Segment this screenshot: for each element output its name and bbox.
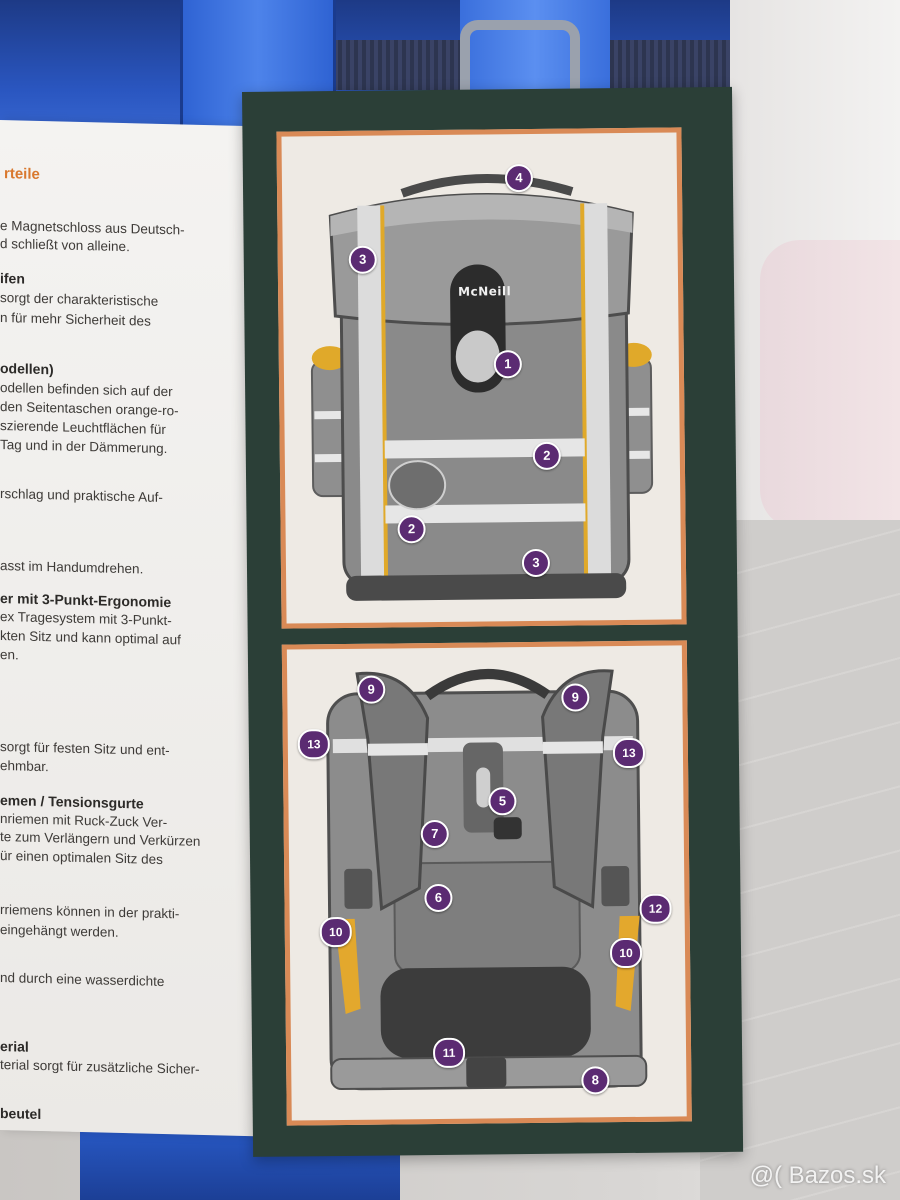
callout-label: 9 (357, 675, 386, 704)
leaflet-line: asst im Handumdrehen. (0, 558, 144, 577)
leaflet-line: ex Tragesystem mit 3-Punkt- (0, 609, 172, 629)
callout-label: 7 (420, 819, 449, 849)
leaflet-line: sorgt für festen Sitz und ent- (0, 739, 170, 759)
leaflet-heading: rteile (4, 165, 40, 183)
leaflet-line: eingehängt werden. (0, 922, 119, 940)
callout-label: 3 (521, 548, 551, 578)
leaflet-line: n für mehr Sicherheit des (0, 310, 151, 329)
leaflet-line: nd durch eine wasserdichte (0, 970, 165, 990)
leaflet-line: rriemens können in der prakti- (0, 902, 180, 922)
leaflet-line: rschlag und praktische Auf- (0, 486, 163, 505)
callout-label: 9 (561, 683, 590, 712)
callout-label: 6 (424, 883, 453, 913)
leaflet-subheading: odellen) (0, 360, 54, 378)
leaflet-line: nriemen mit Ruck-Zuck Ver- (0, 811, 168, 831)
leaflet-line: en. (0, 647, 19, 663)
leaflet-left-page: rteile e Magnetschloss aus Deutsch- d sc… (0, 120, 285, 1137)
backpack-back-illustration (326, 668, 648, 1091)
leaflet-line: terial sorgt für zusätzliche Sicher- (0, 1057, 200, 1077)
bazos-watermark: @( Bazos.sk (749, 1162, 886, 1189)
leaflet-line: d schließt von alleine. (0, 236, 130, 255)
callout-label: 12 (639, 893, 672, 924)
leaflet-subheading: beutel (0, 1105, 42, 1123)
callout-label: 13 (612, 737, 646, 769)
back-view-panel: 9 9 13 13 5 7 6 12 10 10 11 8 (281, 640, 692, 1126)
pink-object (760, 240, 900, 530)
callout-label: 4 (504, 163, 534, 193)
brand-logo: McNeill (458, 284, 512, 299)
leaflet-line: e Magnetschloss aus Deutsch- (0, 218, 185, 238)
callout-label: 8 (581, 1066, 610, 1095)
callout-label: 1 (493, 350, 523, 379)
callout-label: 10 (319, 916, 352, 948)
callout-label: 13 (297, 729, 330, 760)
leaflet-subheading: ifen (0, 270, 25, 287)
leaflet-right-page: McNeill 4 3 1 2 2 3 (242, 86, 744, 1157)
leaflet-subheading: erial (0, 1038, 29, 1055)
leaflet-line: kten Sitz und kann optimal auf (0, 628, 181, 648)
front-view-panel: McNeill 4 3 1 2 2 3 (276, 127, 687, 629)
leaflet-line: den Seitentaschen orange-ro- (0, 399, 179, 419)
leaflet-line: szierende Leuchtflächen für (0, 418, 166, 438)
callout-label: 3 (348, 245, 377, 274)
callout-label: 2 (532, 441, 561, 470)
leaflet-line: Tag und in der Dämmerung. (0, 437, 168, 457)
callout-label: 5 (488, 787, 517, 816)
leaflet-line: te zum Verlängern und Verkürzen (0, 829, 201, 849)
leaflet-line: ehmbar. (0, 758, 49, 775)
leaflet-line: odellen befinden sich auf der (0, 380, 173, 400)
callout-label: 10 (609, 937, 643, 969)
leaflet-subheading: emen / Tensionsgurte (0, 792, 144, 812)
backpack-front-illustration (310, 173, 654, 601)
callout-label: 11 (432, 1037, 466, 1069)
leaflet-line: ür einen optimalen Sitz des (0, 848, 163, 867)
callout-label: 2 (397, 515, 426, 544)
leaflet-line: sorgt der charakteristische (0, 290, 159, 309)
leaflet-subheading: er mit 3-Punkt-Ergonomie (0, 590, 172, 611)
